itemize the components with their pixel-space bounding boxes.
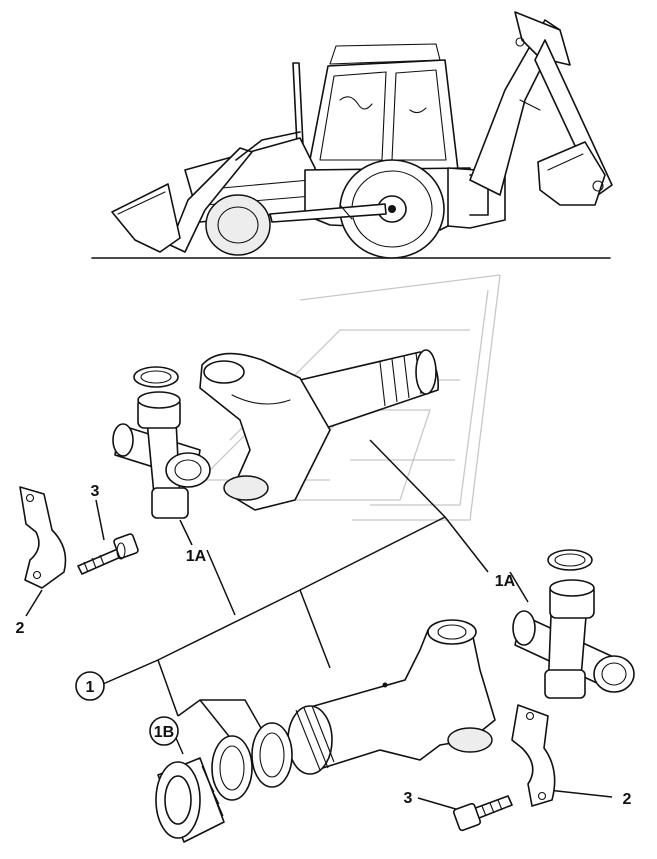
callout-2-right-text: 2 [623, 791, 632, 808]
callout-2-right: 2 [623, 791, 632, 808]
callout-3-top-text: 3 [91, 483, 100, 500]
callout-2-left-text: 2 [16, 620, 25, 637]
circlip-top [133, 366, 179, 388]
bolt-bottom [452, 795, 513, 832]
callout-3-top: 3 [91, 483, 100, 500]
callout-3-bottom: 3 [404, 790, 413, 807]
slip-yoke-nut [155, 757, 225, 843]
guard-strap-left [19, 486, 67, 589]
backhoe-loader-illustration [91, 11, 613, 259]
splined-yoke-shaft [199, 349, 439, 511]
guard-strap-right [511, 704, 556, 807]
leader-lines [25, 439, 613, 813]
bolt-top [77, 533, 139, 575]
callout-1-text: 1 [86, 679, 95, 696]
universal-joint-top [112, 391, 211, 519]
ring-outer [251, 722, 293, 788]
universal-joint-right [512, 579, 635, 699]
ring-inner [211, 735, 253, 801]
callout-1a-right: 1A [495, 573, 516, 590]
callout-1a-top-text: 1A [186, 548, 207, 565]
callout-1b: 1B [149, 716, 179, 746]
callout-3-bottom-text: 3 [404, 790, 413, 807]
callout-1a-right-text: 1A [495, 573, 516, 590]
callout-1b-text: 1B [154, 724, 174, 741]
circlip-right [547, 549, 593, 571]
callout-1: 1 [75, 671, 105, 701]
callout-2-left: 2 [16, 620, 25, 637]
callout-1a-top: 1A [186, 548, 207, 565]
slip-yoke [287, 619, 496, 775]
